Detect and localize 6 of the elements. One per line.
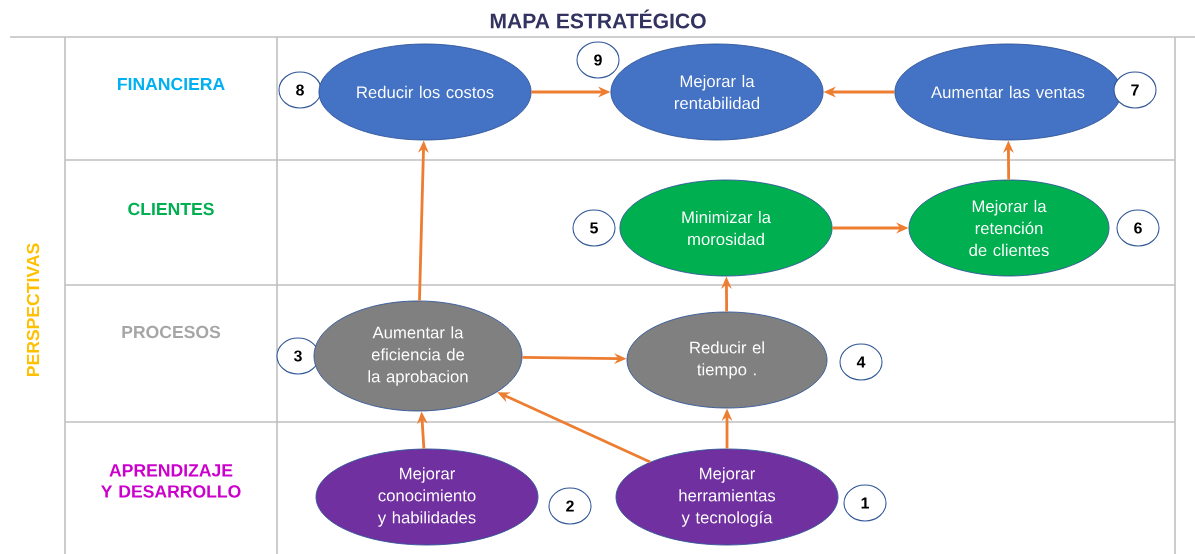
title: MAPA ESTRATÉGICO xyxy=(490,9,706,29)
row-label: CLIENTES xyxy=(128,202,214,216)
row-label: APRENDIZAJE Y DESARROLLO xyxy=(101,464,241,498)
row-label: PROCESOS xyxy=(122,325,221,339)
row-label: FINANCIERA xyxy=(118,77,225,91)
axis-label: PERSPECTIVAS xyxy=(26,243,40,377)
